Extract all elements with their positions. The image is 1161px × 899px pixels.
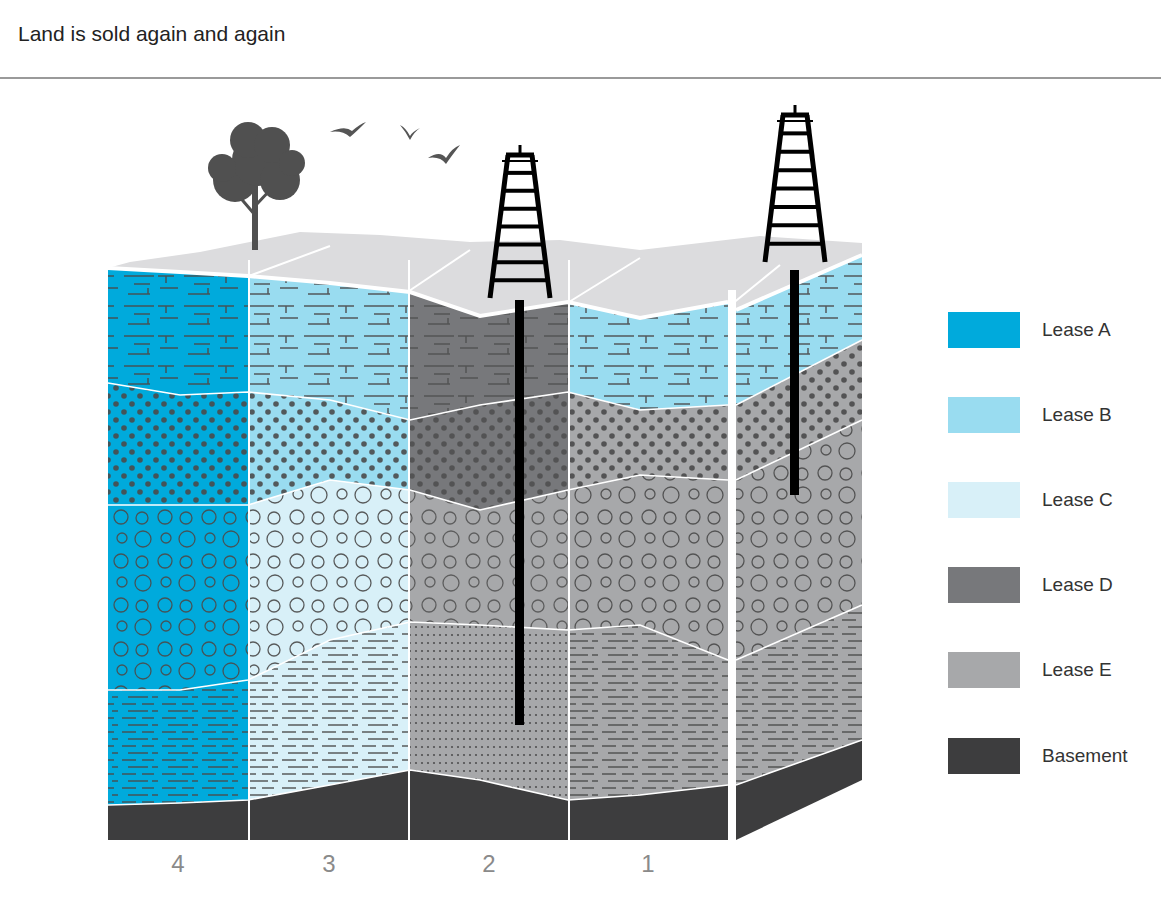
- strata-shape: [779, 150, 812, 154]
- plot-divider: [408, 260, 410, 842]
- drilling-rig: [490, 145, 550, 298]
- legend-label: Lease C: [1042, 489, 1113, 511]
- legend-swatch: [948, 482, 1020, 518]
- plot-column: [249, 268, 409, 840]
- legend-swatch: [948, 312, 1020, 348]
- surface-edge: [108, 268, 728, 318]
- strata-shape: [502, 160, 538, 162]
- layer-boundary: [108, 475, 728, 510]
- plot-column: [108, 268, 249, 840]
- strata-shape: [781, 131, 810, 135]
- rock-texture: [108, 383, 249, 510]
- plot-column: [569, 268, 728, 840]
- strata-shape: [501, 207, 539, 211]
- plot-number: 2: [482, 850, 495, 878]
- lease-layer: [108, 383, 249, 510]
- lease-layer: [409, 383, 569, 510]
- strata-shape: [497, 242, 544, 246]
- plot-divider: [568, 260, 570, 842]
- strata-shape: [492, 278, 548, 282]
- rock-texture: [108, 622, 249, 805]
- layer-boundary: [108, 383, 728, 420]
- layer-boundary: [108, 622, 728, 690]
- strata-shape: [506, 171, 535, 175]
- layer-boundary: [108, 770, 728, 805]
- layer-boundary: [736, 740, 862, 785]
- strata-shape: [774, 187, 816, 191]
- drilling-rig: [765, 105, 825, 262]
- plot-number: 3: [322, 850, 335, 878]
- rock-texture: [569, 622, 728, 805]
- plot-line: [409, 250, 470, 291]
- plot-line: [249, 246, 330, 276]
- lease-layer: [108, 475, 249, 690]
- lease-layer: [569, 622, 728, 805]
- title-rule: [0, 77, 1161, 79]
- lease-layer: [736, 740, 862, 840]
- rock-texture: [108, 475, 249, 690]
- legend-label: Basement: [1042, 745, 1128, 767]
- legend-label: Lease D: [1042, 574, 1113, 596]
- legend-label: Lease B: [1042, 404, 1112, 426]
- strata-shape: [777, 120, 813, 122]
- birds: [330, 122, 460, 164]
- strata-shape: [519, 145, 522, 155]
- plot-gap: [728, 290, 736, 850]
- drill-pipe: [515, 300, 524, 725]
- rock-texture: [409, 383, 569, 510]
- strata-shape: [776, 168, 814, 172]
- lease-layer: [249, 770, 409, 840]
- legend-swatch: [948, 397, 1020, 433]
- legend-swatch: [948, 738, 1020, 774]
- plot-number: 4: [171, 850, 184, 878]
- legend-swatch: [948, 652, 1020, 688]
- plot-column: [409, 268, 569, 840]
- plot-divider: [248, 260, 250, 842]
- plot-number: 1: [641, 850, 654, 878]
- lease-layer: [409, 770, 569, 840]
- strata-shape: [794, 105, 797, 115]
- legend-label: Lease E: [1042, 659, 1112, 681]
- legend-swatch: [948, 567, 1020, 603]
- drill-pipe: [790, 270, 799, 495]
- diagram-title: Land is sold again and again: [18, 22, 285, 46]
- lease-layer: [569, 268, 728, 420]
- tree: [208, 122, 305, 250]
- strata-shape: [504, 189, 537, 193]
- strata-shape: [772, 205, 819, 209]
- lease-layer: [108, 622, 249, 805]
- lease-layer: [569, 770, 728, 840]
- lease-layer: [108, 770, 249, 840]
- strata-shape: [499, 225, 541, 229]
- strata-shape: [767, 242, 823, 246]
- layer-boundary: [736, 605, 862, 660]
- strata-shape: [770, 223, 821, 227]
- rock-texture: [569, 268, 728, 420]
- plot-line: [569, 258, 640, 302]
- legend-label: Lease A: [1042, 319, 1111, 341]
- strata-shape: [495, 260, 546, 264]
